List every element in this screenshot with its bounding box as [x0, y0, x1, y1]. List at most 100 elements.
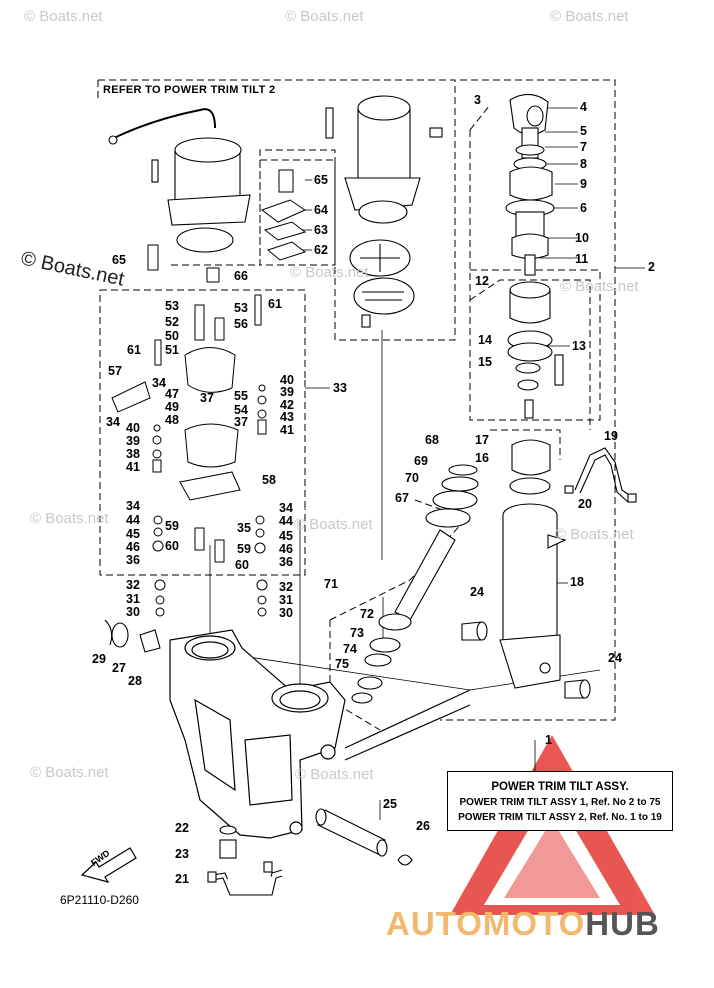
callout: 34 [279, 501, 293, 515]
callout: 41 [280, 423, 294, 437]
callout: 32 [279, 580, 293, 594]
callout: 46 [279, 542, 293, 556]
callout: 65 [314, 173, 328, 187]
callout: 44 [126, 513, 140, 527]
watermark: © Boats.net [285, 8, 364, 25]
callout: 56 [234, 317, 248, 331]
callout: 51 [165, 343, 179, 357]
callout: 33 [333, 381, 347, 395]
callout: 11 [575, 252, 589, 266]
callout: 50 [165, 329, 179, 343]
watermark: © Boats.net [294, 516, 373, 533]
callout: 10 [575, 231, 589, 245]
callout: 29 [92, 652, 106, 666]
callout: 45 [279, 529, 293, 543]
callout: 30 [126, 605, 140, 619]
callout: 53 [165, 299, 179, 313]
callout: 28 [128, 674, 142, 688]
callout: 66 [234, 269, 248, 283]
callout: 62 [314, 243, 328, 257]
callout: 35 [237, 521, 251, 535]
callout: 58 [262, 473, 276, 487]
callout: 64 [314, 203, 328, 217]
legend-row-2: POWER TRIM TILT ASSY 2, Ref. No. 1 to 19 [458, 812, 662, 823]
trim-motor-reference [108, 108, 251, 253]
callout: 13 [572, 339, 586, 353]
callout: 31 [279, 593, 293, 607]
callout: 63 [314, 223, 328, 237]
callout: 36 [279, 555, 293, 569]
callout: 70 [405, 471, 419, 485]
diagram-code: 6P21110-D260 [60, 893, 139, 907]
callout: 67 [395, 491, 409, 505]
watermark: © Boats.net [295, 766, 374, 783]
piston-assy [351, 464, 479, 704]
callout: 6 [580, 201, 587, 215]
watermark: © Boats.net [30, 510, 109, 527]
watermark: © Boats.net [30, 764, 109, 781]
callout: 61 [268, 297, 282, 311]
callout: 65 [112, 253, 126, 267]
watermark: © Boats.net [560, 278, 639, 295]
reference-note: REFER TO POWER TRIM TILT 2 [103, 84, 276, 96]
callout: 24 [470, 585, 484, 599]
callout: 21 [175, 872, 189, 886]
callout: 20 [578, 497, 592, 511]
callout: 44 [279, 514, 293, 528]
box-3 [469, 104, 601, 421]
callout: 37 [200, 391, 214, 405]
callout: 8 [580, 157, 587, 171]
callout: 30 [279, 606, 293, 620]
callout: 71 [324, 577, 338, 591]
legend-callout: 1 [545, 733, 552, 747]
legend-row-1: POWER TRIM TILT ASSY 1, Ref. No 2 to 75 [459, 797, 661, 808]
fwd-arrow-icon [80, 847, 137, 883]
callout: 26 [416, 819, 430, 833]
callout: 25 [383, 797, 397, 811]
callout: 5 [580, 124, 587, 138]
stern-bracket-housing [169, 629, 471, 839]
callout: 24 [608, 651, 622, 665]
tilt-rod-assy [505, 93, 564, 495]
callout: 61 [127, 343, 141, 357]
callout: 19 [604, 429, 618, 443]
callout: 37 [234, 415, 248, 429]
manifold-parts [111, 169, 307, 617]
brand-part-1: AUTOMOTO [386, 905, 586, 942]
watermark: © Boats.net [290, 264, 369, 281]
callout: 2 [648, 260, 655, 274]
box-2 [440, 79, 616, 721]
callout: 27 [112, 661, 126, 675]
callout: 18 [570, 575, 584, 589]
callout: 43 [280, 410, 294, 424]
callout: 53 [234, 301, 248, 315]
legend-title: POWER TRIM TILT ASSY. [491, 781, 629, 793]
callout: 57 [108, 364, 122, 378]
callout: 74 [343, 642, 357, 656]
callout: 60 [235, 558, 249, 572]
callout: 17 [475, 433, 489, 447]
bushing [461, 621, 591, 699]
tilt-pin [315, 808, 413, 866]
callout: 40 [280, 373, 294, 387]
callout: 72 [360, 607, 374, 621]
callout: 45 [126, 527, 140, 541]
trim-motor [325, 95, 443, 328]
watermark: © Boats.net [555, 526, 634, 543]
callout: 23 [175, 847, 189, 861]
callout: 34 [152, 376, 166, 390]
callout: 41 [126, 460, 140, 474]
callout: 69 [414, 454, 428, 468]
box-33 [99, 289, 306, 576]
callout: 31 [126, 592, 140, 606]
box-valve-assy [259, 159, 336, 266]
tilt-pipe [564, 447, 637, 503]
callout: 4 [580, 100, 587, 114]
callout: 22 [175, 821, 189, 835]
callout: 48 [165, 413, 179, 427]
callout: 68 [425, 433, 439, 447]
callout: 49 [165, 400, 179, 414]
callout: 55 [234, 389, 248, 403]
tilt-cylinder [499, 503, 567, 689]
callout: 60 [165, 539, 179, 553]
